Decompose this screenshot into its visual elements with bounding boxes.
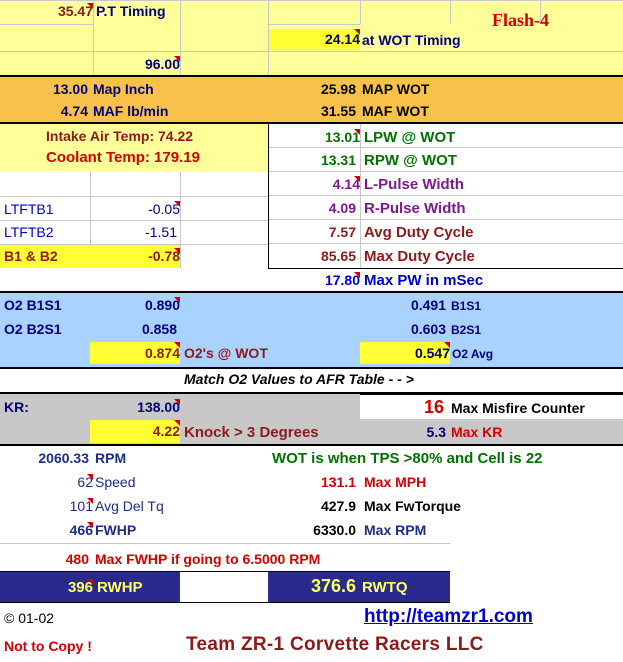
r-pulse-value: 4.09 xyxy=(328,200,356,216)
lpw-value: 13.01 xyxy=(270,129,360,145)
max-mph-label: Max MPH xyxy=(364,474,427,490)
rpw-label: RPW @ WOT xyxy=(364,152,457,169)
b1b2-label: B1 & B2 xyxy=(4,248,58,264)
max-fwhp-value: 480 xyxy=(65,551,89,567)
rpm-label: RPM xyxy=(95,450,127,466)
b1b2-value: -0.78 xyxy=(91,248,180,264)
pt-timing-value: 35.47 xyxy=(0,3,93,19)
misfire-label: Max Misfire Counter xyxy=(451,400,585,416)
o2-b1s1-label: O2 B1S1 xyxy=(4,297,62,313)
del-tq-label: Avg Del Tq xyxy=(95,498,164,514)
lpw-label: LPW @ WOT xyxy=(364,129,456,146)
maf-value: 4.74 xyxy=(60,103,88,119)
avg-duty-label: Avg Duty Cycle xyxy=(364,224,474,241)
l-pulse-label: L-Pulse Width xyxy=(364,176,464,193)
max-pw-value: 17.80 xyxy=(270,272,360,288)
rpm-value: 2060.33 xyxy=(38,450,89,466)
knock-band xyxy=(0,394,360,444)
r-pulse-label: R-Pulse Width xyxy=(364,200,466,217)
b1b2-row xyxy=(0,245,180,268)
ltftb2-label: LTFTB2 xyxy=(4,224,54,240)
o2-avg-label: O2 Avg xyxy=(452,347,494,361)
speed-label: Speed xyxy=(95,474,136,490)
ltftb1-label: LTFTB1 xyxy=(4,201,54,217)
kr-value: 138.00 xyxy=(91,399,180,415)
o2-b1s1-right-value: 0.491 xyxy=(410,297,446,313)
map-inch-label: Map Inch xyxy=(93,81,154,97)
fw-torque-label: Max FwTorque xyxy=(364,498,461,514)
max-duty-label: Max Duty Cycle xyxy=(364,248,475,265)
ltftb2-value: -1.51 xyxy=(145,224,177,240)
rwtq-value: 376.6 xyxy=(310,576,356,596)
knock-value: 4.22 xyxy=(90,420,180,443)
ltftb1-value: -0.05 xyxy=(91,201,180,217)
max-kr-label: Max KR xyxy=(451,424,503,440)
match-o2-note: Match O2 Values to AFR Table - - > xyxy=(184,371,414,387)
coolant-temp: Coolant Temp: 179.19 xyxy=(46,149,200,166)
temps-box xyxy=(0,124,268,172)
o2-wot-label: O2's @ WOT xyxy=(184,345,268,361)
fw-torque-value: 427.9 xyxy=(320,498,356,514)
maf-label: MAF lb/min xyxy=(93,103,169,119)
maf-wot-value: 31.55 xyxy=(320,103,356,119)
max-duty-value: 85.65 xyxy=(320,248,356,264)
fwhp-label: FWHP xyxy=(95,522,137,538)
max-pw-label: Max PW in mSec xyxy=(364,272,484,289)
max-rpm-value: 6330.0 xyxy=(313,522,356,538)
intake-air-temp: Intake Air Temp: 74.22 xyxy=(46,128,194,144)
site-link[interactable]: http://teamzr1.com xyxy=(364,606,533,627)
o2-b2s1-value: 0.858 xyxy=(141,321,177,337)
avg-duty-value: 7.57 xyxy=(328,224,356,240)
kr-label: KR: xyxy=(4,399,29,415)
wot-note: WOT is when TPS >80% and Cell is 22 xyxy=(272,450,543,467)
o2-b2s1-right-value: 0.603 xyxy=(410,321,446,337)
map-band xyxy=(0,77,623,122)
rwhp-value: 396 xyxy=(0,579,93,596)
flash-label: Flash-4 xyxy=(492,10,550,30)
max-mph-value: 131.1 xyxy=(320,474,356,490)
rwtq-label: RWTQ xyxy=(362,579,408,596)
o2-wot-value: 0.874 xyxy=(90,342,180,364)
map-wot-value: 25.98 xyxy=(320,81,356,97)
rpw-value: 13.31 xyxy=(320,152,356,168)
misfire-value: 16 xyxy=(423,397,444,417)
max-fwhp-label: Max FWHP if going to 6.5000 RPM xyxy=(95,551,321,567)
knock-label: Knock > 3 Degrees xyxy=(184,424,319,441)
o2-b2s1-right-label: B2S1 xyxy=(451,323,482,337)
timing-lower-value: 96.00 xyxy=(94,56,180,72)
team-name: Team ZR-1 Corvette Racers LLC xyxy=(186,634,484,655)
del-tq-value: 101 xyxy=(0,498,93,514)
maf-wot-label: MAF WOT xyxy=(362,103,429,119)
map-wot-label: MAP WOT xyxy=(362,81,430,97)
l-pulse-value: 4.14 xyxy=(270,176,360,192)
speed-value: 62 xyxy=(0,474,93,490)
rwtq-bar xyxy=(268,572,450,602)
not-to-copy: Not to Copy ! xyxy=(4,638,92,654)
max-kr-value: 5.3 xyxy=(426,424,446,440)
o2-b1s1-value: 0.890 xyxy=(91,297,180,313)
wot-timing-value: 24.14 xyxy=(269,29,360,50)
wot-timing-label: at WOT Timing xyxy=(362,32,461,48)
rwhp-label: RWHP xyxy=(97,579,143,596)
o2-b1s1-right-label: B1S1 xyxy=(451,299,482,313)
o2-b2s1-label: O2 B2S1 xyxy=(4,321,62,337)
copyright: © 01-02 xyxy=(4,610,55,626)
fwhp-value: 466 xyxy=(0,522,93,538)
rwhp-bar xyxy=(0,572,180,602)
max-rpm-label: Max RPM xyxy=(364,522,427,538)
pt-timing-label: P.T Timing xyxy=(96,3,166,19)
map-inch-value: 13.00 xyxy=(52,81,88,97)
o2-avg-value: 0.547 xyxy=(360,342,450,364)
